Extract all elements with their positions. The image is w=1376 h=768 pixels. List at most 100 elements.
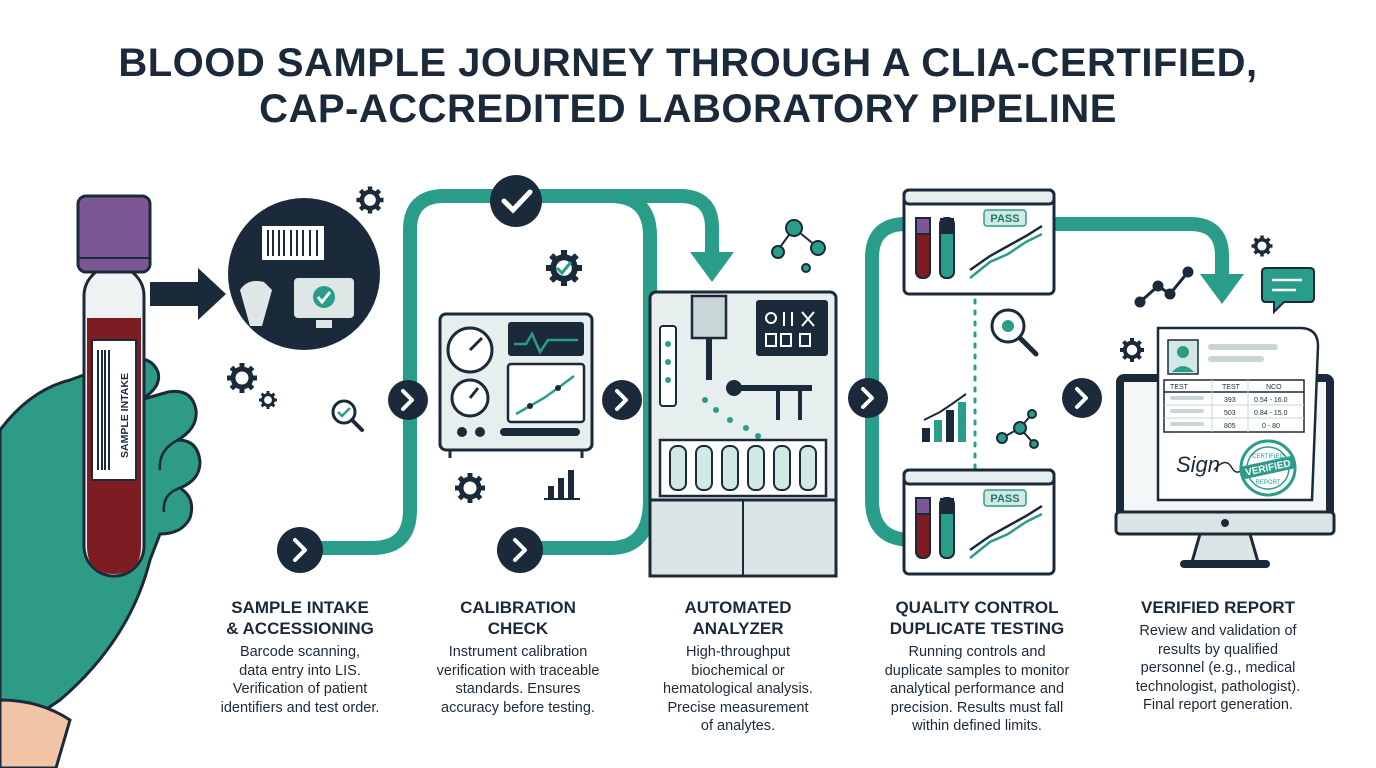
stage-verified-report: VERIFIED REPORT Review and validation of…: [1118, 597, 1318, 715]
stage-title-line: & ACCESSIONING: [226, 619, 374, 638]
chevron-right-icon: [277, 527, 323, 573]
tube-barcode: [97, 350, 110, 470]
report-row-2-value: 503: [1224, 410, 1236, 417]
title-line-2: CAP-ACCREDITED LABORATORY PIPELINE: [259, 87, 1117, 131]
stage-description: Review and validation of results by qual…: [1118, 622, 1318, 715]
stage-quality-control: QUALITY CONTROL DUPLICATE TESTING Runnin…: [862, 597, 1092, 736]
stage-calibration-check: CALIBRATION CHECK Instrument calibration…: [418, 597, 618, 717]
page-title: BLOOD SAMPLE JOURNEY THROUGH A CLIA-CERT…: [0, 40, 1376, 132]
stage-desc-line: precision. Results must fall: [890, 699, 1064, 716]
pass-badge-top: PASS: [990, 213, 1019, 225]
report-row-3-value: 805: [1224, 423, 1236, 430]
stage-title: QUALITY CONTROL DUPLICATE TESTING: [862, 597, 1092, 639]
trend-line-icon: [1134, 266, 1194, 308]
chat-bubble-icon: [1261, 267, 1315, 315]
stage-desc-line: Verification of patient: [232, 681, 368, 697]
stage-title-line: CHECK: [487, 619, 549, 638]
chevron-right-icon: [848, 378, 888, 418]
stage-description: Barcode scanning, data entry into LIS. V…: [200, 643, 400, 717]
signature: Sign: [1176, 452, 1220, 477]
stage-desc-line: High-throughput: [686, 644, 790, 660]
magnifier-icon: [331, 399, 364, 432]
stage-desc-line: duplicate samples to monitor: [884, 662, 1070, 679]
stage-desc-line: data entry into LIS.: [239, 662, 361, 679]
stage-desc-line: Review and validation of: [1139, 623, 1297, 639]
arrowhead-into-analyzer: [690, 252, 734, 282]
gear-check-icon: [546, 250, 582, 286]
report-col-1: TEST: [1170, 384, 1189, 391]
tube-label: SAMPLE INTAKE: [119, 373, 131, 458]
report-row-2-range: 0.84 - 15.0: [1254, 410, 1288, 417]
stage-title: SAMPLE INTAKE & ACCESSIONING: [200, 597, 400, 639]
stage-desc-line: Barcode scanning,: [239, 644, 361, 660]
stage-title: VERIFIED REPORT: [1118, 597, 1318, 618]
calibration-machine: [438, 312, 594, 458]
stage-automated-analyzer: AUTOMATED ANALYZER High-throughput bioch…: [636, 597, 840, 736]
stage-desc-line: Final report generation.: [1143, 697, 1293, 713]
qc-panel-bottom: PASS: [902, 468, 1056, 576]
arrow-tube-to-scanner: [150, 268, 226, 320]
stage-desc-line: technologist, pathologist).: [1135, 678, 1301, 695]
qc-panel-top: PASS: [902, 188, 1056, 296]
report-col-3: NCO: [1266, 384, 1282, 391]
title-line-1: BLOOD SAMPLE JOURNEY THROUGH A CLIA-CERT…: [118, 41, 1258, 85]
network-icon: [996, 409, 1039, 449]
magnifier-icon: [990, 308, 1039, 357]
stage-desc-line: of analytes.: [700, 718, 776, 734]
stage-description: High-throughput biochemical or hematolog…: [636, 643, 840, 736]
stage-title-line: CALIBRATION: [460, 598, 576, 617]
stage-desc-line: verification with traceable: [436, 662, 600, 679]
pass-badge-bottom: PASS: [990, 493, 1019, 505]
gear-icon: [357, 187, 384, 214]
stamp-top-text: CERTIFIED: [1252, 454, 1284, 460]
growth-chart-icon: [922, 393, 967, 442]
stage-desc-line: standards. Ensures: [455, 681, 581, 697]
stage-title-line: DUPLICATE TESTING: [889, 619, 1065, 638]
report-col-2: TEST: [1222, 384, 1241, 391]
report-row-1-value: 393: [1224, 397, 1236, 404]
stage-title-line: AUTOMATED: [684, 598, 792, 617]
report-row-1-range: 0.54 - 16.0: [1254, 397, 1288, 404]
gear-icon: [257, 389, 279, 411]
chevron-right-icon: [1062, 378, 1102, 418]
gear-icon: [455, 473, 485, 503]
stage-description: Running controls and duplicate samples t…: [862, 643, 1092, 736]
molecule-icon: [771, 219, 826, 273]
analyzer-machine: [648, 290, 838, 578]
report-row-3-range: 0 - 80: [1262, 423, 1280, 430]
stage-desc-line: Instrument calibration: [448, 644, 588, 660]
gear-icon: [1249, 233, 1275, 259]
stage-title: CALIBRATION CHECK: [418, 597, 618, 639]
arrowhead-into-report: [1200, 274, 1244, 304]
stage-desc-line: identifiers and test order.: [220, 699, 380, 716]
stamp-bottom-text: REPORT: [1256, 480, 1281, 486]
stage-desc-line: biochemical or: [691, 662, 785, 679]
gear-icon: [1120, 338, 1144, 362]
stage-desc-line: analytical performance and: [889, 681, 1065, 697]
stage-description: Instrument calibration verification with…: [418, 643, 618, 717]
stage-title-line: SAMPLE INTAKE: [231, 598, 369, 617]
stage-desc-line: personnel (e.g., medical: [1140, 660, 1296, 676]
verified-stamp: CERTIFIED VERIFIED REPORT: [1239, 439, 1297, 497]
gear-icon: [227, 363, 257, 393]
flow-path-calibration-to-analyzer: [515, 189, 719, 265]
stage-desc-line: Precise measurement: [667, 699, 809, 716]
stage-title-line: ANALYZER: [692, 619, 784, 638]
stage-desc-line: accuracy before testing.: [441, 699, 595, 716]
stage-desc-line: results by qualified: [1157, 641, 1279, 658]
blood-tube: SAMPLE INTAKE: [76, 194, 152, 578]
flow-path-qc-to-report: [1043, 217, 1229, 287]
check-circle-icon: [490, 175, 542, 227]
scanner-circle: [228, 198, 380, 350]
stage-title: AUTOMATED ANALYZER: [636, 597, 840, 639]
stage-desc-line: within defined limits.: [912, 718, 1042, 734]
stage-desc-line: hematological analysis.: [663, 681, 813, 697]
stage-title-line: QUALITY CONTROL: [895, 598, 1059, 617]
chevron-right-icon: [602, 380, 642, 420]
stage-title-line: VERIFIED REPORT: [1141, 598, 1295, 617]
chevron-right-icon: [388, 380, 428, 420]
bar-chart-icon: [544, 470, 580, 500]
chevron-right-icon: [497, 527, 543, 573]
stage-sample-intake: SAMPLE INTAKE & ACCESSIONING Barcode sca…: [200, 597, 400, 717]
